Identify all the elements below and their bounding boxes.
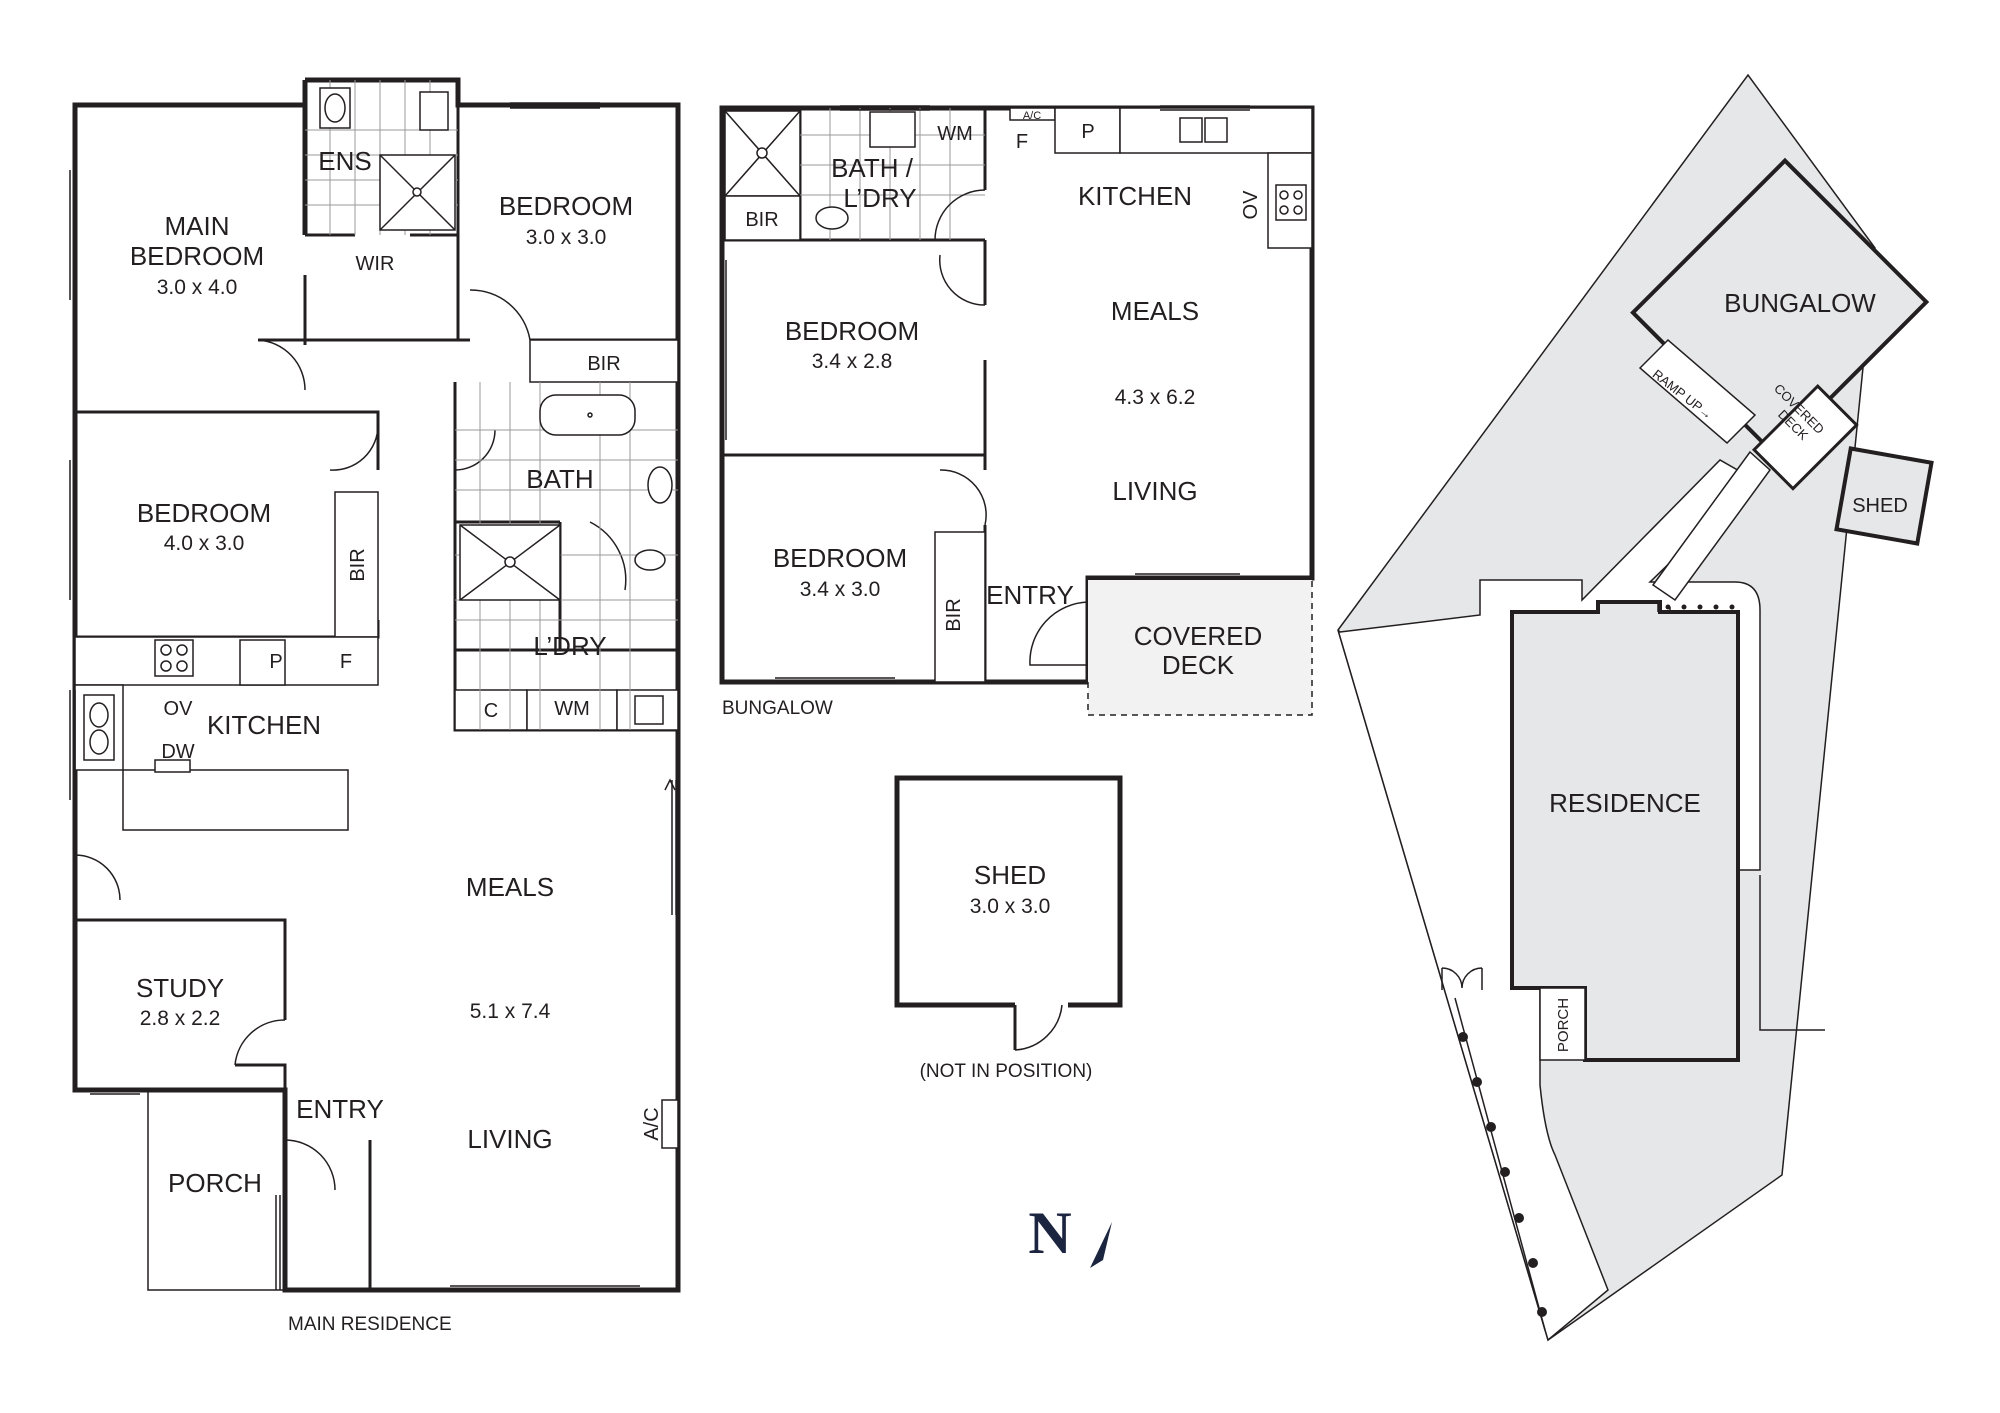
north-arrow-icon	[1090, 1222, 1112, 1268]
shed-dim: 3.0 x 3.0	[970, 895, 1051, 918]
room-label-entry: ENTRY	[296, 1094, 384, 1124]
label-air-conditioner: A/C	[1023, 110, 1041, 122]
site-label-bungalow: BUNGALOW	[1724, 288, 1876, 318]
room-label-meals: MEALS	[466, 872, 554, 902]
room-label-bath-laundry: BATH /	[831, 153, 914, 183]
label-oven: OV	[164, 698, 194, 720]
room-label-bedroom-1: BEDROOM	[785, 316, 919, 346]
label-dishwasher: DW	[161, 741, 194, 763]
room-dim-study: 2.8 x 2.2	[140, 1007, 221, 1030]
room-dim-meals: 4.3 x 6.2	[1115, 386, 1196, 409]
room-label-bir-side: BIR	[943, 598, 965, 631]
room-label-laundry: L’DRY	[533, 631, 606, 661]
room-label-bath-laundry-2: L’DRY	[843, 183, 916, 213]
room-label-study: STUDY	[136, 973, 224, 1003]
room-label-living: LIVING	[1112, 476, 1197, 506]
room-dim-meals: 5.1 x 7.4	[470, 1000, 551, 1023]
room-label-bath: BATH	[526, 464, 593, 494]
room-label-covered-deck-2: DECK	[1162, 650, 1235, 680]
room-label-bir-top: BIR	[587, 353, 620, 375]
north-letter: N	[1028, 1200, 1071, 1266]
room-label-meals: MEALS	[1111, 296, 1199, 326]
shed-label: SHED	[974, 860, 1046, 890]
room-label-bedroom-2: BEDROOM	[499, 191, 633, 221]
room-label-bir-top: BIR	[745, 209, 778, 231]
room-label-main-bedroom-2: BEDROOM	[130, 241, 264, 271]
caption-bungalow: BUNGALOW	[722, 698, 833, 719]
shed-note: (NOT IN POSITION)	[920, 1061, 1093, 1082]
room-label-bedroom-2: BEDROOM	[773, 543, 907, 573]
room-label-porch: PORCH	[168, 1168, 262, 1198]
bungalow-plan	[719, 105, 1315, 716]
label-pantry: P	[1081, 121, 1094, 143]
room-dim-bedroom-2: 3.0 x 3.0	[526, 226, 607, 249]
site-label-shed: SHED	[1852, 495, 1908, 517]
room-label-wir: WIR	[356, 253, 395, 275]
room-label-ens: ENS	[318, 146, 371, 176]
label-washing-machine: WM	[937, 123, 973, 145]
room-label-c: C	[484, 700, 498, 722]
bungalow-labels: BATH / L’DRY WM A/C F P BIR KITCHEN OV B…	[722, 110, 1262, 719]
site-plan: BUNGALOW RAMP UP→ COVERED DECK SHED RESI…	[1337, 73, 1934, 1342]
room-label-bir-left: BIR	[347, 548, 369, 581]
room-dim-bedroom-2: 3.4 x 3.0	[800, 578, 881, 601]
label-pantry: P	[269, 651, 282, 673]
label-fridge: F	[340, 651, 352, 673]
room-label-wm: WM	[554, 698, 590, 720]
label-oven: OV	[1240, 190, 1262, 220]
site-label-residence: RESIDENCE	[1549, 788, 1701, 818]
room-label-main-bedroom: MAIN	[165, 211, 230, 241]
main-residence-labels: ENS MAIN BEDROOM 3.0 x 4.0 WIR BEDROOM 3…	[130, 146, 663, 1335]
room-label-living: LIVING	[467, 1124, 552, 1154]
room-dim-bedroom-1: 3.4 x 2.8	[812, 350, 893, 373]
north-arrow: N	[1028, 1200, 1112, 1268]
room-dim-main-bedroom: 3.0 x 4.0	[157, 276, 238, 299]
room-label-covered-deck: COVERED	[1134, 621, 1263, 651]
caption-main-residence: MAIN RESIDENCE	[288, 1314, 452, 1335]
room-dim-bedroom-3: 4.0 x 3.0	[164, 532, 245, 555]
label-fridge: F	[1016, 131, 1028, 153]
site-label-porch: PORCH	[1555, 998, 1572, 1052]
room-label-entry: ENTRY	[986, 580, 1074, 610]
room-label-kitchen: KITCHEN	[207, 710, 321, 740]
room-label-kitchen: KITCHEN	[1078, 181, 1192, 211]
main-residence-plan	[69, 77, 681, 1293]
room-label-bedroom-3: BEDROOM	[137, 498, 271, 528]
label-air-conditioner: A/C	[641, 1107, 663, 1140]
shed-plan: SHED 3.0 x 3.0 (NOT IN POSITION)	[894, 775, 1123, 1082]
